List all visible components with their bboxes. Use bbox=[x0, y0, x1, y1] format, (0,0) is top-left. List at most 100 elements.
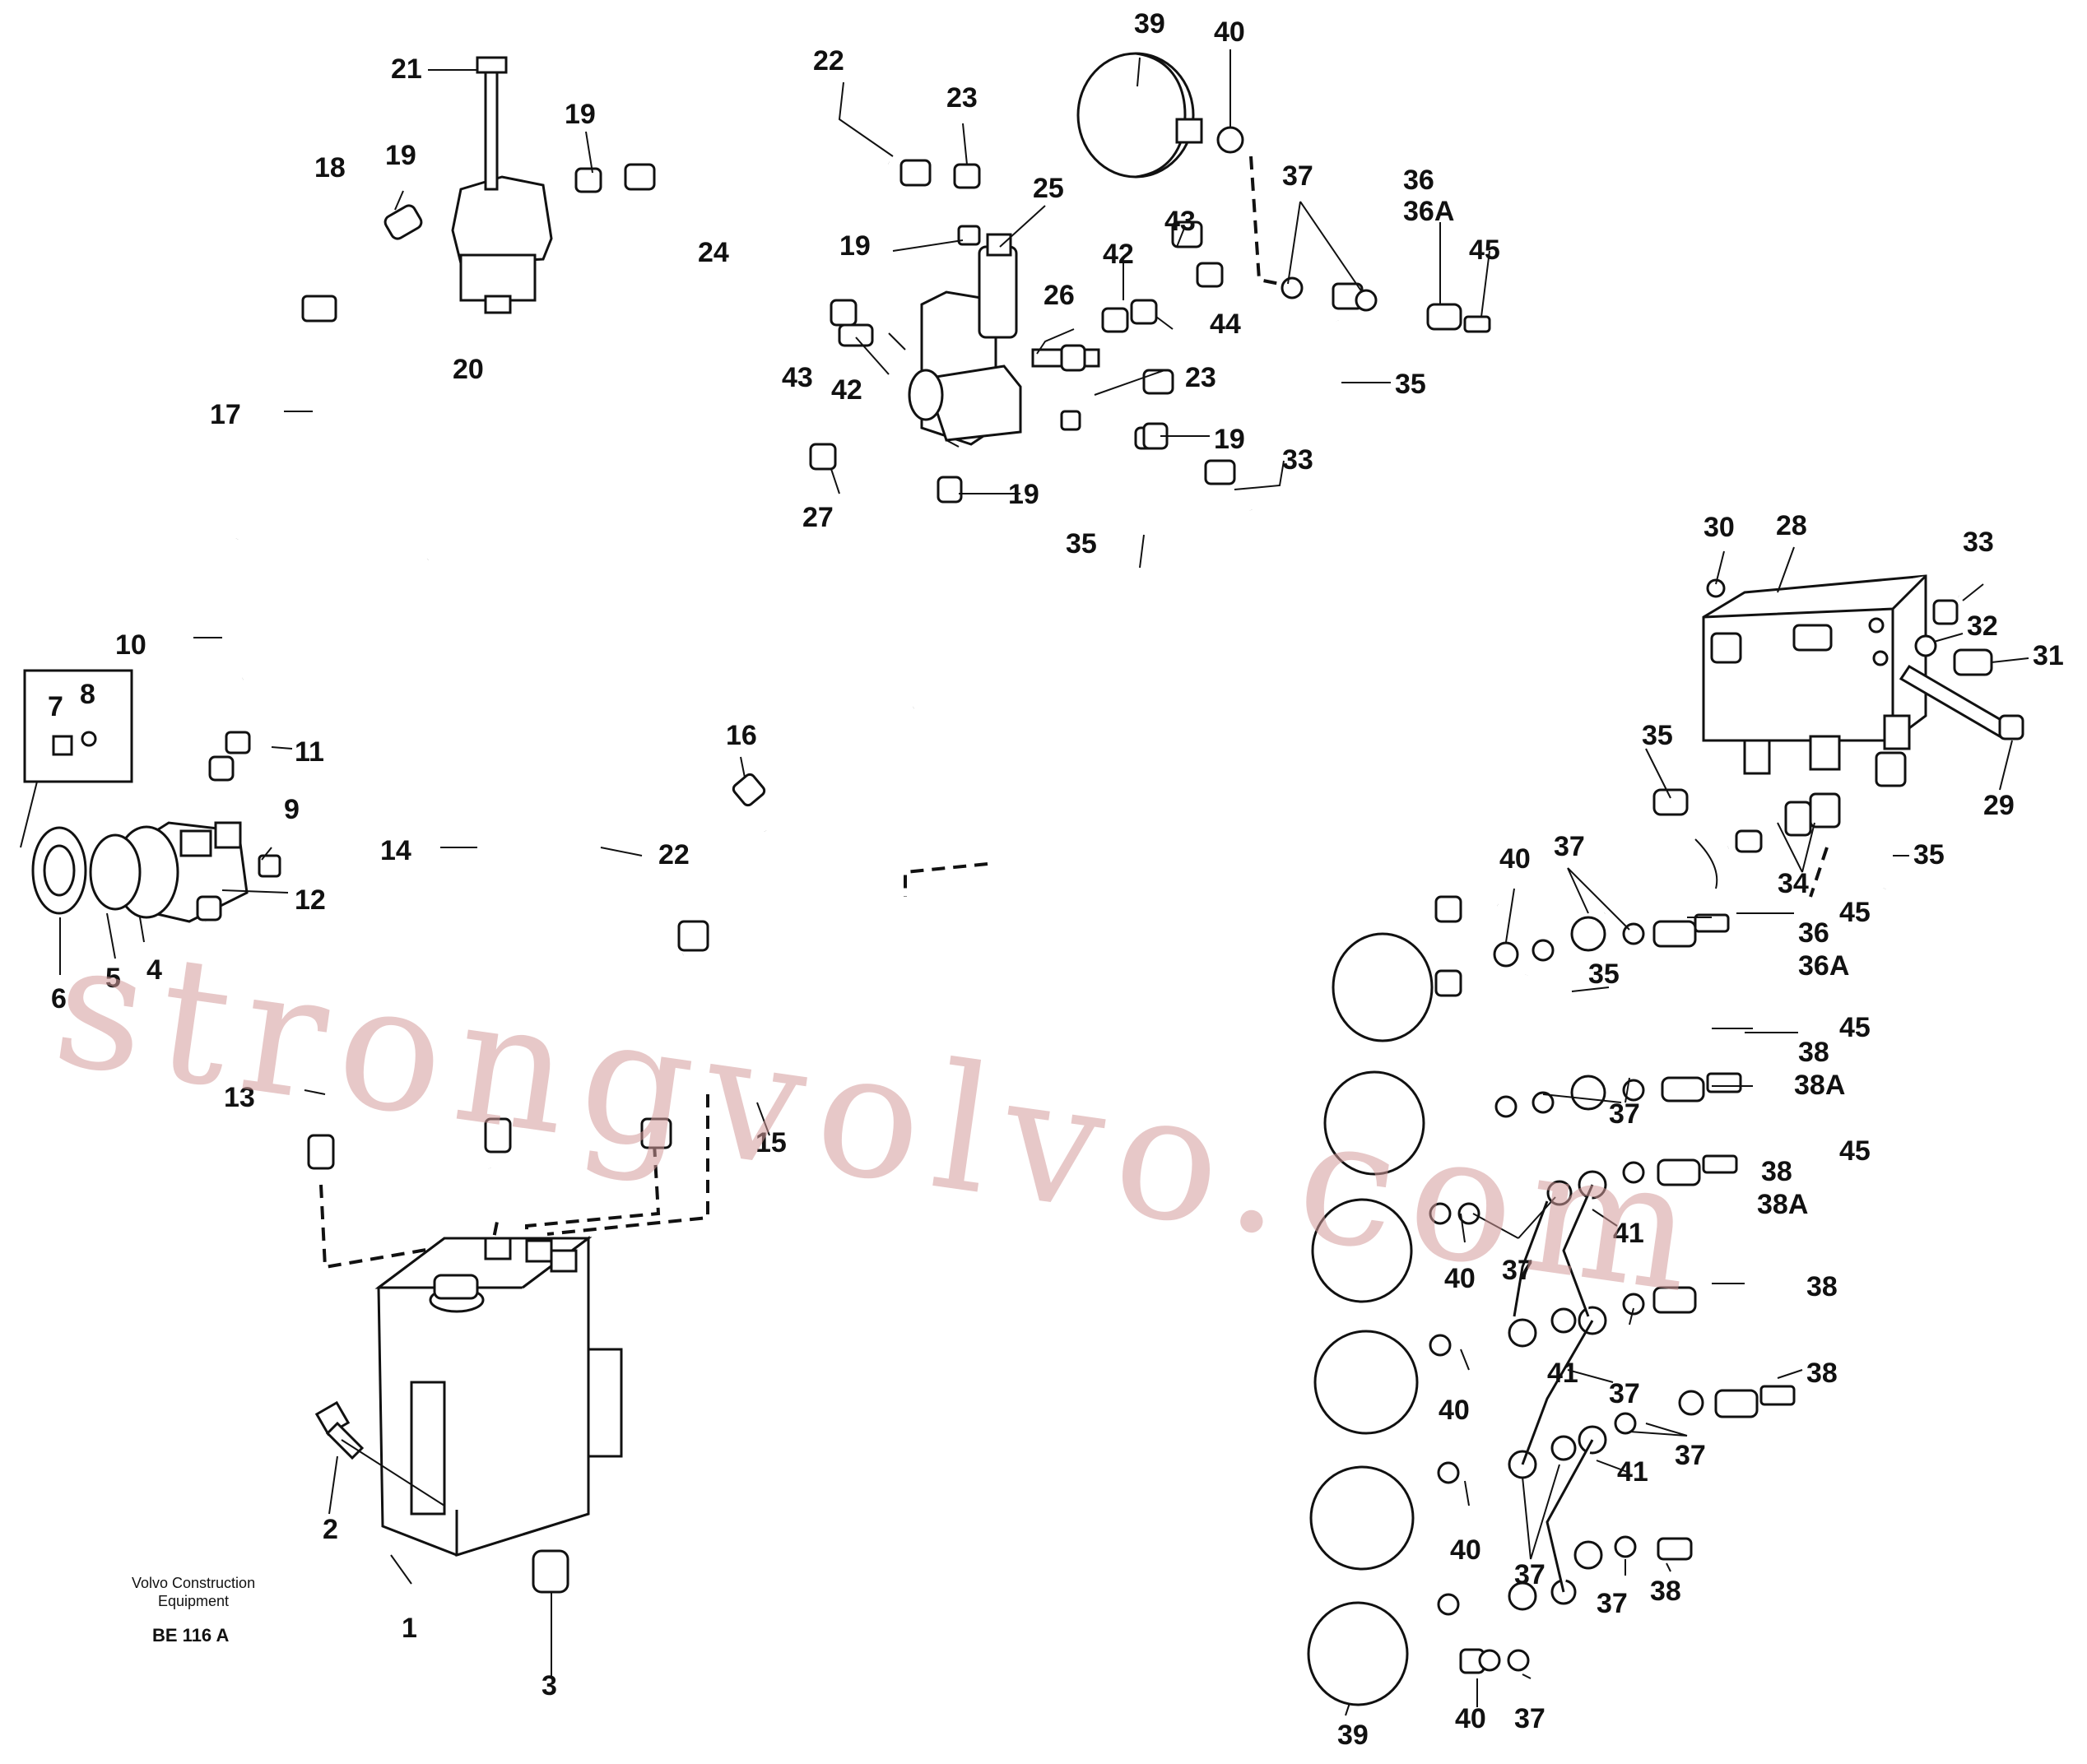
label-38b: 38 bbox=[1761, 1156, 1792, 1187]
label-32: 32 bbox=[1967, 610, 1998, 642]
label-19e: 19 bbox=[1008, 479, 1039, 510]
label-42a: 42 bbox=[1103, 239, 1134, 270]
label-39b: 39 bbox=[1337, 1720, 1369, 1751]
label-33a: 33 bbox=[1282, 444, 1313, 476]
label-31: 31 bbox=[2033, 640, 2064, 671]
label-13: 13 bbox=[224, 1082, 255, 1113]
label-1: 1 bbox=[402, 1613, 417, 1644]
label-38Ab: 38A bbox=[1757, 1189, 1808, 1220]
bolt-2 bbox=[314, 1400, 365, 1460]
label-21: 21 bbox=[391, 53, 422, 85]
label-26: 26 bbox=[1044, 280, 1075, 311]
label-28: 28 bbox=[1776, 510, 1807, 541]
label-24: 24 bbox=[698, 237, 729, 268]
label-40e: 40 bbox=[1450, 1534, 1481, 1566]
label-37a: 37 bbox=[1282, 160, 1313, 192]
label-38e: 38 bbox=[1650, 1576, 1681, 1607]
label-45c: 45 bbox=[1839, 1012, 1871, 1043]
label-27: 27 bbox=[802, 502, 834, 533]
callout-labels: 1 2 3 4 5 6 7 8 9 10 11 12 13 14 15 16 1… bbox=[48, 8, 2064, 1751]
label-38d: 38 bbox=[1806, 1358, 1838, 1389]
label-39a: 39 bbox=[1134, 8, 1165, 39]
label-45a: 45 bbox=[1469, 234, 1500, 266]
label-40b: 40 bbox=[1499, 843, 1531, 875]
label-30: 30 bbox=[1704, 512, 1735, 543]
label-37h: 37 bbox=[1597, 1588, 1628, 1619]
hose-35-upper bbox=[1145, 361, 1285, 635]
label-9: 9 bbox=[284, 794, 300, 825]
label-33b: 33 bbox=[1963, 527, 1994, 558]
label-2: 2 bbox=[323, 1514, 338, 1545]
label-37f: 37 bbox=[1675, 1440, 1706, 1471]
label-42b: 42 bbox=[831, 374, 862, 406]
label-41b: 41 bbox=[1547, 1358, 1578, 1389]
label-10: 10 bbox=[115, 629, 146, 661]
label-7: 7 bbox=[48, 691, 63, 722]
label-44: 44 bbox=[1210, 309, 1241, 340]
label-40f: 40 bbox=[1455, 1703, 1486, 1734]
label-23b: 23 bbox=[1185, 362, 1216, 393]
label-45b: 45 bbox=[1839, 897, 1871, 928]
label-41a: 41 bbox=[1613, 1218, 1644, 1249]
label-11: 11 bbox=[295, 736, 324, 768]
label-12: 12 bbox=[295, 884, 326, 916]
label-40a: 40 bbox=[1214, 16, 1245, 48]
label-35c: 35 bbox=[1642, 720, 1673, 751]
label-3: 3 bbox=[542, 1670, 557, 1701]
label-37c: 37 bbox=[1609, 1098, 1640, 1130]
figure-caption: Volvo Construction Equipment BE 116 A bbox=[132, 1575, 255, 1646]
watermark: strongvolvo.com bbox=[44, 903, 1720, 1334]
label-35b: 35 bbox=[1066, 528, 1097, 559]
label-25: 25 bbox=[1033, 173, 1064, 204]
label-20: 20 bbox=[453, 354, 484, 385]
label-36a: 36 bbox=[1403, 165, 1434, 196]
label-35a: 35 bbox=[1395, 369, 1426, 400]
label-19d: 19 bbox=[1214, 424, 1245, 455]
hydraulic-tank bbox=[374, 1236, 623, 1557]
label-38a: 38 bbox=[1798, 1037, 1829, 1068]
label-40d: 40 bbox=[1439, 1395, 1470, 1426]
company-line-1: Volvo Construction bbox=[132, 1575, 255, 1591]
hose-24 bbox=[649, 170, 948, 722]
label-36Aa: 36A bbox=[1403, 196, 1454, 227]
label-37d: 37 bbox=[1502, 1255, 1533, 1286]
label-6: 6 bbox=[51, 983, 67, 1014]
label-14: 14 bbox=[380, 835, 411, 866]
small-fittings bbox=[196, 159, 2024, 1674]
label-18: 18 bbox=[314, 152, 346, 183]
label-36Ab: 36A bbox=[1798, 950, 1849, 982]
manifold-block-28 bbox=[1702, 574, 1927, 775]
label-5: 5 bbox=[105, 963, 121, 994]
figure-code: BE 116 A bbox=[152, 1625, 229, 1646]
label-19b: 19 bbox=[565, 99, 596, 130]
label-19c: 19 bbox=[839, 230, 871, 262]
label-4: 4 bbox=[146, 954, 162, 986]
label-8: 8 bbox=[80, 679, 95, 710]
label-41c: 41 bbox=[1617, 1456, 1648, 1488]
label-35d: 35 bbox=[1913, 839, 1945, 870]
label-22a: 22 bbox=[813, 45, 844, 77]
label-23a: 23 bbox=[946, 82, 978, 114]
label-37e: 37 bbox=[1609, 1378, 1640, 1409]
label-38Aa: 38A bbox=[1794, 1070, 1845, 1101]
spacer-3 bbox=[532, 1549, 569, 1594]
label-36b: 36 bbox=[1798, 917, 1829, 949]
leader-lines bbox=[59, 49, 2029, 1716]
label-37g: 37 bbox=[1514, 1559, 1545, 1590]
accumulator-39-top bbox=[1076, 52, 1244, 179]
label-29: 29 bbox=[1983, 790, 2015, 821]
label-19a: 19 bbox=[385, 140, 416, 171]
hose-33 bbox=[1249, 454, 2069, 617]
label-34: 34 bbox=[1778, 868, 1809, 899]
label-38c: 38 bbox=[1806, 1271, 1838, 1302]
label-43b: 43 bbox=[782, 362, 813, 393]
label-17: 17 bbox=[210, 399, 241, 430]
label-15: 15 bbox=[755, 1127, 787, 1158]
filter-20 bbox=[451, 56, 553, 314]
label-37i: 37 bbox=[1514, 1703, 1545, 1734]
label-37b: 37 bbox=[1554, 831, 1585, 862]
label-16: 16 bbox=[726, 720, 757, 751]
label-22b: 22 bbox=[658, 839, 690, 870]
label-40c: 40 bbox=[1444, 1263, 1476, 1294]
